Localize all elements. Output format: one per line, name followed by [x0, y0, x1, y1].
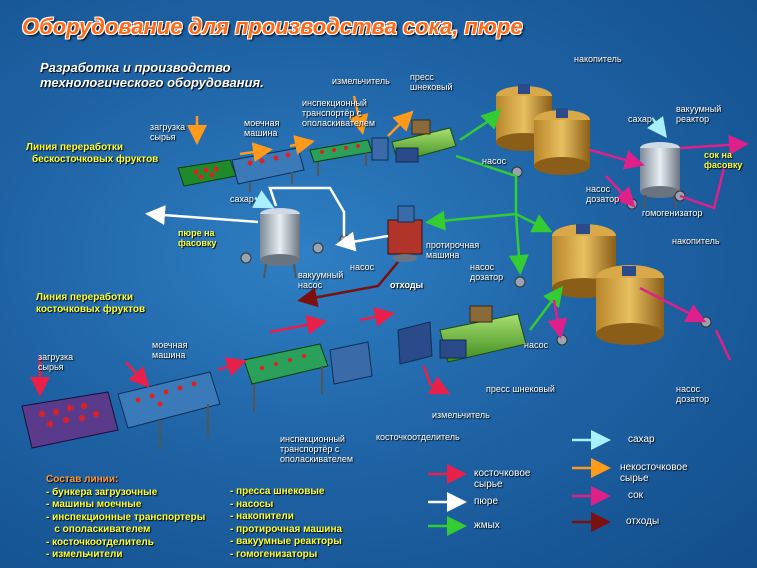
- label-pumpdoser-3: насос дозатор: [676, 384, 710, 404]
- label-vacpump: вакуумный насос: [298, 270, 344, 290]
- label-stoneremover: косточкоотделитель: [376, 432, 460, 442]
- label-waste: отходы: [390, 280, 424, 290]
- composition-item: - гомогенизаторы: [230, 548, 318, 560]
- label-juice-out: сок на фасовку: [704, 150, 743, 170]
- composition-list-2: - пресса шнековые - насосы - накопители …: [230, 486, 342, 561]
- line2-label: Линия переработки косточковых фруктов: [36, 292, 146, 315]
- label-crusher-1: измельчитель: [332, 76, 390, 86]
- line1-label: Линия переработки бескосточковых фруктов: [26, 142, 159, 165]
- screw-press-2: [439, 305, 527, 363]
- legend-arrows: [428, 430, 611, 536]
- label-pump-1: насос: [482, 156, 507, 166]
- legend-waste: отходы: [626, 516, 660, 527]
- composition-item: - накопители: [230, 511, 294, 522]
- label-crusher-2: измельчитель: [432, 410, 490, 420]
- composition-title: Состав линии:: [46, 474, 119, 485]
- crusher-2: [397, 321, 433, 365]
- legend-nonstone: некосточковое сырье: [620, 462, 688, 484]
- wiping-machine: [387, 205, 423, 262]
- subtitle-line-1: Разработка и производство: [40, 60, 231, 75]
- composition-item: - бункера загрузочные: [46, 486, 158, 498]
- label-sugar-1: сахар: [628, 114, 652, 124]
- label-homogenizer-1: гомогенизатор: [642, 208, 703, 218]
- label-vacreactor-1: вакуумный реактор: [676, 104, 722, 124]
- legend-sugar: сахар: [628, 434, 655, 445]
- loading-hopper-2: [21, 391, 119, 449]
- composition-list-1: Состав линии: - бункера загрузочные - ма…: [46, 474, 205, 562]
- label-press-2: пресс шнековый: [486, 384, 555, 394]
- label-puree-out: пюре на фасовку: [178, 228, 217, 248]
- stone-remover: [329, 341, 373, 385]
- composition-item: - косточкоотделитель: [46, 536, 154, 548]
- flow-arrows: [30, 95, 749, 397]
- label-inspect-1: инспекционный транспортёр с ополаскивате…: [302, 98, 376, 128]
- washing-machine-2: [117, 371, 221, 450]
- composition-item: - инспекционные транспортеры: [46, 511, 206, 523]
- crusher-1: [371, 137, 389, 161]
- page-title: Оборудование для производства сока, пюре: [22, 14, 523, 39]
- composition-item: - вакуумные реакторы: [230, 536, 342, 547]
- label-sugar-2: сахар: [230, 194, 254, 204]
- legend-juice: сок: [628, 490, 644, 501]
- label-accum-1: накопитель: [574, 54, 622, 64]
- legend-puree: пюре: [474, 496, 499, 507]
- label-loading-1: загрузка сырья: [150, 122, 186, 142]
- label-pump-3: насос: [524, 340, 549, 350]
- vacuum-reactor-1: [640, 142, 680, 209]
- composition-item: - насосы: [230, 498, 274, 510]
- label-inspect-2: инспекционный транспортёр с ополаскивате…: [280, 434, 354, 464]
- subtitle: Разработка и производство технологическо…: [40, 60, 264, 90]
- label-pump-2: насос: [350, 262, 375, 272]
- screw-press-1: [391, 119, 457, 163]
- composition-item: - машины моечные: [46, 499, 142, 510]
- label-washer-2: моечная машина: [152, 340, 188, 360]
- label-pumpdoser-2: насос дозатор: [470, 262, 504, 282]
- legend-stone: косточковое сырье: [474, 468, 531, 490]
- composition-item: - пресса шнековые: [230, 486, 325, 497]
- label-accum-2: накопитель: [672, 236, 720, 246]
- label-press-1: пресс шнековый: [410, 72, 453, 92]
- vacuum-reactor-2: [260, 208, 300, 279]
- label-loading-2: загрузка сырья: [38, 352, 74, 372]
- legend-pomace: жмых: [474, 520, 500, 531]
- composition-item: с ополаскивателем: [46, 524, 151, 535]
- subtitle-line-2: технологического оборудования.: [40, 75, 264, 90]
- inspection-conveyor-2: [243, 343, 329, 412]
- label-wiper: протирочная машина: [426, 240, 480, 260]
- composition-item: - измельчители: [46, 549, 123, 560]
- washing-machine-1: [231, 147, 305, 192]
- composition-item: - протирочная машина: [230, 523, 343, 535]
- loading-hopper-1: [177, 159, 237, 187]
- label-washer-1: моечная машина: [244, 118, 280, 138]
- inspection-conveyor-1: [309, 139, 373, 176]
- label-pumpdoser-1: насос дозатор: [586, 184, 620, 204]
- accumulator-tanks-middle: [552, 224, 664, 345]
- accumulator-tanks-top: [496, 84, 590, 175]
